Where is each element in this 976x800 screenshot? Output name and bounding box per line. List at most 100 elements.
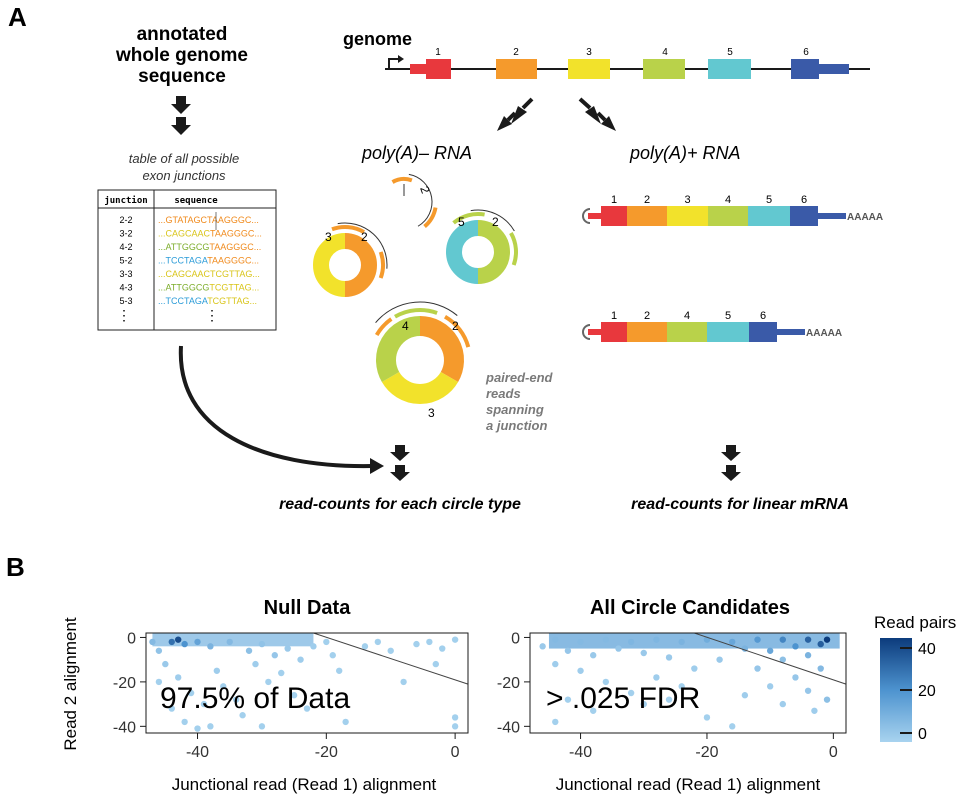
linear2-exon-label-1: 1 — [611, 310, 617, 322]
data-point — [451, 723, 459, 730]
linear1-cap — [582, 208, 591, 224]
junction-sequence-5-2: ...TCCTAGATAAGGGC... — [158, 256, 259, 266]
table-caption-line-1: table of all possible — [129, 151, 240, 166]
annotated-genome-title: annotated whole genome sequence — [115, 24, 248, 87]
data-point — [323, 638, 330, 646]
data-point — [552, 718, 559, 726]
data-point — [564, 647, 572, 654]
title-line-3: sequence — [138, 66, 226, 87]
exon-number-4: 4 — [662, 47, 668, 58]
linear1-exon-4 — [708, 206, 748, 226]
paired-end-line-1: paired-end — [485, 370, 554, 385]
density-band — [548, 633, 840, 649]
genome-exon-6 — [791, 59, 819, 79]
paired-end-line-2: reads — [486, 386, 521, 401]
linear2-exon-6 — [749, 322, 777, 342]
data-point — [665, 696, 673, 703]
annotation-all: > .025 FDR — [546, 682, 700, 715]
col-junction-header: junction — [104, 195, 147, 206]
fdr-threshold-line-null — [313, 632, 469, 685]
data-point — [374, 638, 382, 646]
data-point — [564, 696, 572, 703]
data-point — [361, 643, 369, 650]
linear2-exon-5 — [707, 322, 749, 342]
data-point — [284, 645, 291, 652]
linear2-exon-4 — [667, 322, 707, 342]
linear2-cap — [582, 324, 591, 340]
x-tick-label: -40 — [186, 744, 209, 761]
data-point — [252, 660, 259, 668]
data-point — [811, 707, 818, 714]
circle-32-read-1 — [331, 225, 365, 234]
data-point — [258, 640, 266, 648]
data-point — [716, 656, 723, 663]
genome-exon-1 — [426, 59, 451, 79]
paired-end-note: paired-end reads spanning a junction — [485, 370, 554, 433]
data-point — [162, 660, 169, 668]
circle-small-read-1 — [391, 177, 413, 184]
linear2-utr3 — [777, 329, 805, 335]
circle-52-read-2 — [509, 232, 518, 266]
data-point — [703, 714, 711, 721]
linear1-exon-label-4: 4 — [725, 194, 731, 206]
data-point — [653, 674, 660, 681]
data-point — [678, 638, 685, 646]
fdr-threshold-line-all — [694, 632, 847, 685]
circle-small-label: 2 — [417, 184, 433, 195]
linear2-exon-1 — [601, 322, 627, 342]
circle-32-read-2 — [378, 251, 385, 279]
data-point — [678, 683, 685, 690]
polyA-plus-label: poly(A)+ RNA — [629, 143, 741, 163]
split-arrows — [497, 97, 616, 131]
circle-52-read-1 — [452, 212, 485, 225]
table-ellipsis-right: ⋮ — [205, 307, 219, 323]
data-point — [413, 640, 420, 648]
genome-utr-3 — [819, 64, 849, 74]
data-point — [194, 725, 201, 732]
data-point — [213, 667, 221, 674]
data-point — [207, 723, 214, 730]
data-point — [181, 718, 188, 726]
y-tick-label: 0 — [511, 630, 520, 647]
x-tick-label: 0 — [451, 744, 460, 761]
data-point — [577, 638, 584, 646]
junction-sequence-4-2: ...ATTGGCGTAAGGGC... — [158, 242, 261, 252]
linear2-utr5 — [588, 329, 601, 335]
circle-423-read-2 — [443, 314, 471, 348]
data-point — [602, 678, 610, 686]
data-point — [552, 660, 559, 668]
data-point — [278, 669, 285, 677]
circle-423-read-1 — [394, 308, 438, 319]
title-line-2: whole genome — [115, 45, 248, 66]
data-point — [181, 640, 188, 648]
circle-423-label-2: 2 — [452, 319, 459, 333]
data-point — [665, 654, 673, 661]
data-point — [439, 645, 446, 652]
data-point — [804, 687, 812, 694]
data-point — [766, 683, 774, 690]
linear1-exon-label-1: 1 — [611, 194, 617, 206]
polyA-minus-label: poly(A)– RNA — [361, 143, 472, 163]
down-arrows-linear — [721, 445, 741, 481]
data-point — [220, 683, 227, 690]
circle-32-segment-1 — [313, 233, 346, 297]
junction-id-3-2: 3-2 — [119, 229, 132, 239]
data-point — [640, 700, 647, 708]
linear1-exon-label-5: 5 — [766, 194, 772, 206]
junction-table-rows: 2-2...GTATAGCTAAGGGC...3-2...CAGCAACTAAG… — [119, 212, 262, 306]
data-point — [336, 667, 343, 674]
junction-id-3-3: 3-3 — [119, 269, 132, 279]
null-data-points — [149, 633, 459, 732]
linear1-exon-2 — [627, 206, 667, 226]
genome-label: genome — [343, 29, 412, 49]
data-point — [400, 678, 407, 686]
data-point — [232, 696, 240, 703]
legend-title: Read pairs — [874, 613, 956, 632]
density-band — [152, 633, 314, 647]
exon-number-2: 2 — [513, 47, 519, 58]
